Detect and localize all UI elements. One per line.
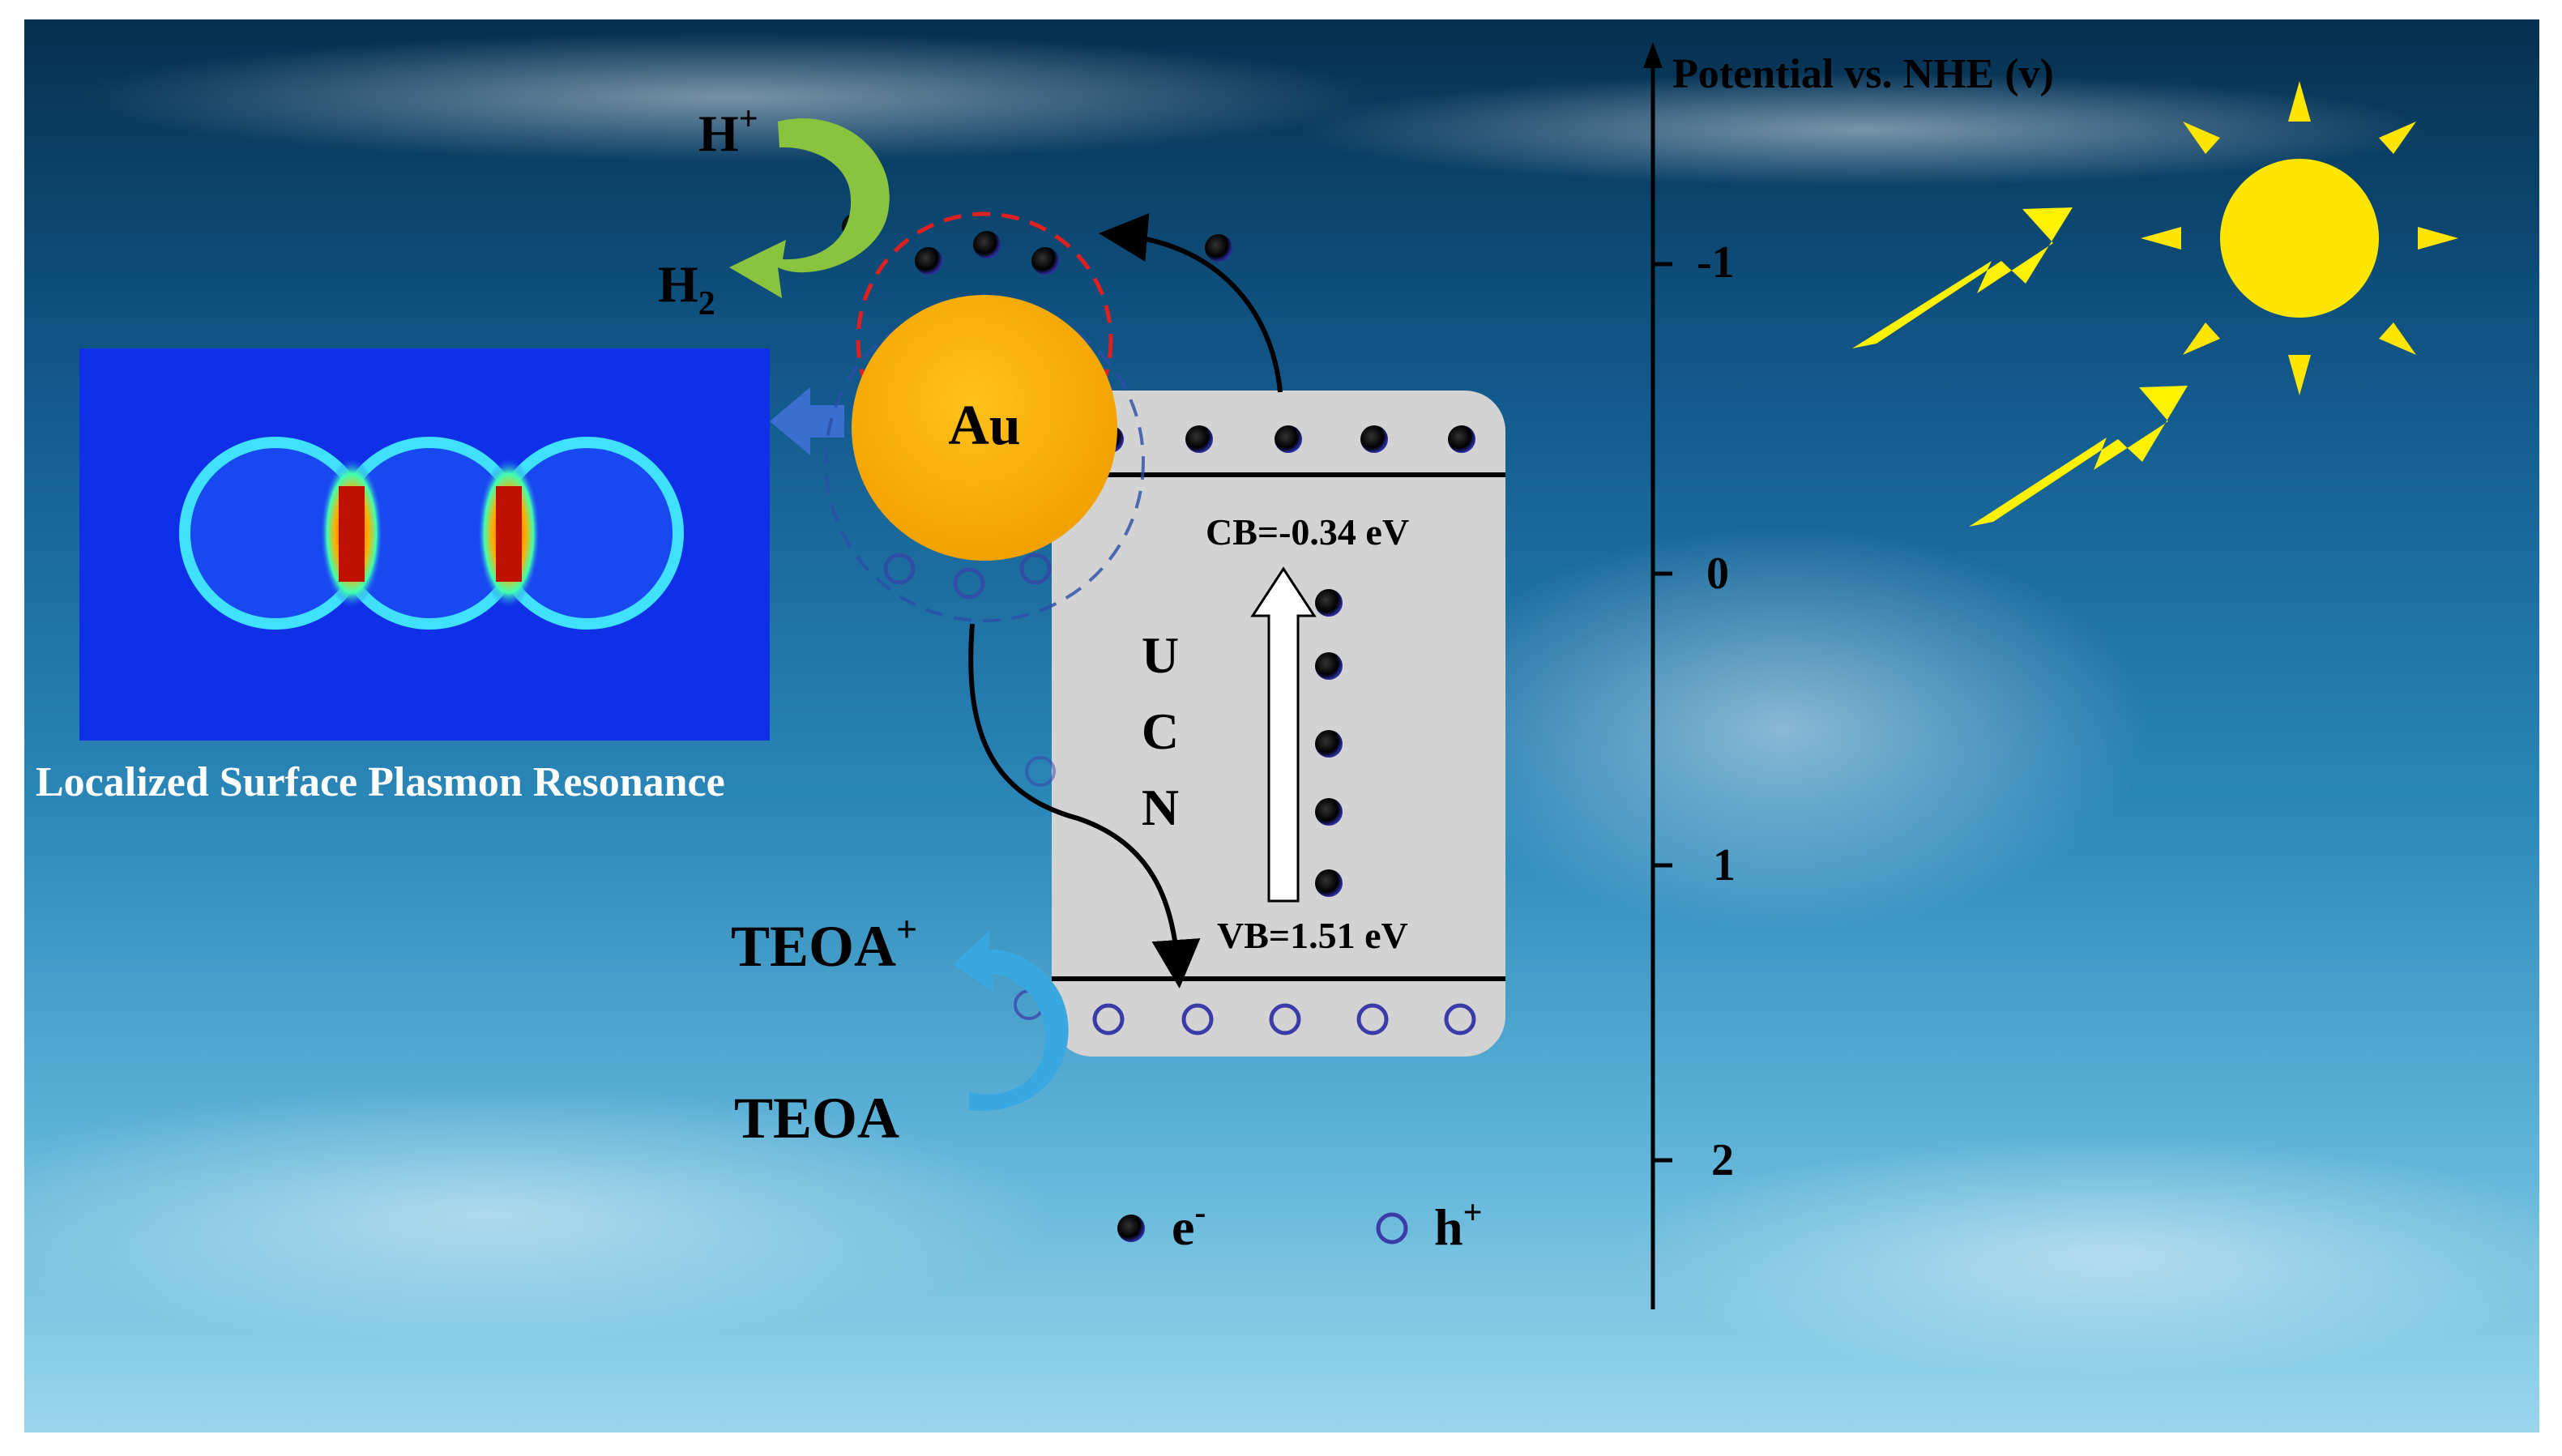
- lspr-caption: Localized Surface Plasmon Resonance: [36, 759, 725, 805]
- au-label: Au: [948, 395, 1020, 457]
- hole-dot: [1356, 1003, 1389, 1035]
- au-to-vb-arrow: [968, 623, 1201, 988]
- h2-label: H2: [658, 255, 715, 322]
- legend: e- h+: [1117, 1194, 1483, 1256]
- electron-dot: [1360, 425, 1388, 453]
- ucn-letter-n: N: [1142, 779, 1179, 836]
- electron-dot: [1275, 425, 1302, 453]
- lspr-field-map: [79, 348, 770, 741]
- lspr-arrow: [770, 387, 844, 455]
- electron-dot: [1205, 234, 1232, 262]
- au-holes: [883, 553, 1052, 600]
- cb-label: CB=-0.34 eV: [1206, 511, 1409, 553]
- sun-icon: [2141, 81, 2458, 395]
- electron-dot: [973, 231, 1001, 258]
- hole-dot: [1269, 1003, 1301, 1035]
- tick-label: 1: [1713, 840, 1736, 890]
- electron-dot: [1315, 730, 1343, 758]
- electron-dot: [1315, 589, 1343, 617]
- legend-electron-dot: [1117, 1215, 1145, 1242]
- ucn-letter-c: C: [1142, 702, 1179, 760]
- legend-hole-label: h+: [1434, 1194, 1483, 1256]
- hole-dot: [1444, 1003, 1476, 1035]
- lightning-icon: [1852, 207, 2073, 348]
- h2-evolution-arrow: [729, 118, 890, 298]
- h-plus-label: H+: [698, 100, 758, 162]
- tick-label: 2: [1711, 1135, 1734, 1185]
- au-dashed-red: [856, 211, 1113, 469]
- hole-dot: [1092, 1003, 1125, 1035]
- electron-dot: [1031, 247, 1059, 275]
- electron-dot: [915, 247, 942, 275]
- au-dashed-blue: [824, 301, 1145, 622]
- excited-electrons: [1315, 589, 1343, 897]
- hole-dot: [1181, 1003, 1214, 1035]
- teoa-label: TEOA: [734, 1086, 899, 1151]
- excitation-arrow: [1250, 566, 1317, 903]
- teoa-plus-label: TEOA+: [731, 908, 917, 979]
- electron-dot: [1185, 425, 1213, 453]
- electron-dot: [1315, 869, 1343, 897]
- cb-to-au-arrow: [1099, 213, 1283, 393]
- hole-dot: [1025, 756, 1056, 787]
- lightning-icon: [1969, 386, 2188, 527]
- tick-label: -1: [1697, 237, 1735, 288]
- tick-label: 0: [1706, 549, 1729, 599]
- vb-label: VB=1.51 eV: [1217, 915, 1408, 956]
- ucn-letter-u: U: [1142, 626, 1179, 684]
- electron-dot: [1315, 798, 1343, 826]
- teoa-oxidation-arrow: [953, 930, 1069, 1111]
- legend-electron-label: e-: [1172, 1194, 1206, 1256]
- axis-title: Potential vs. NHE (v): [1672, 51, 2054, 97]
- electron-dot: [1315, 652, 1343, 680]
- electron-dot: [1448, 425, 1475, 453]
- au-nanoparticle: [852, 295, 1117, 561]
- potential-axis: [1643, 42, 1672, 1309]
- legend-hole-dot: [1376, 1212, 1408, 1245]
